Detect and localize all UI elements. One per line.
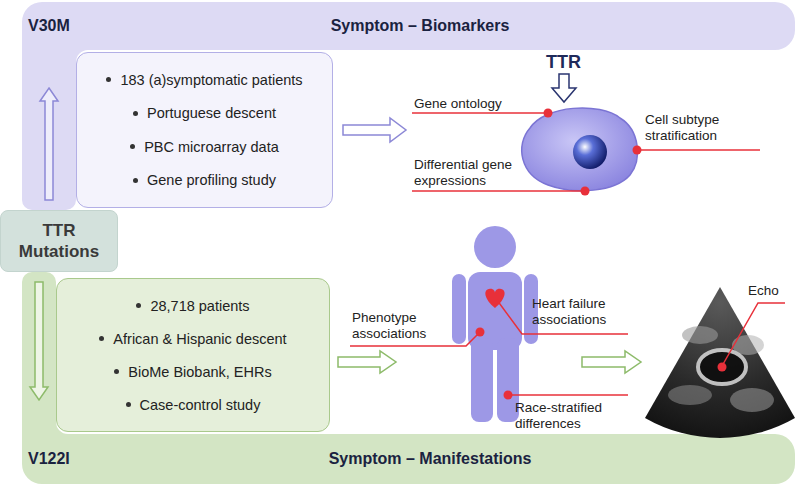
cell-body xyxy=(522,108,638,191)
bullet-dot xyxy=(136,303,141,308)
callout-label: Gene ontology xyxy=(414,96,544,112)
bullet-row: 183 (a)symptomatic patients xyxy=(106,72,302,88)
band-title: Symptom – Biomarkers xyxy=(331,17,510,35)
echo-image xyxy=(645,287,795,438)
marker-dot xyxy=(633,146,642,155)
protein-label: TTR xyxy=(546,52,606,72)
echo-chamber xyxy=(698,350,746,384)
callout-label: Phenotype associations xyxy=(352,310,447,342)
person-head xyxy=(474,226,516,268)
person-leg xyxy=(471,338,493,422)
bullet-dot xyxy=(133,178,138,183)
bullet-row: Case-control study xyxy=(126,397,261,413)
bullet-row: PBC microarray data xyxy=(130,139,279,155)
flow-arrow xyxy=(343,118,406,142)
echo-texture xyxy=(732,335,764,355)
mutation-label: V122I xyxy=(28,450,70,468)
bullet-dot xyxy=(114,369,119,374)
marker-dot xyxy=(718,363,727,372)
bullet-dot xyxy=(99,336,104,341)
marker-dot xyxy=(476,328,485,337)
bullet-text: 183 (a)symptomatic patients xyxy=(120,72,302,88)
bullet-dot xyxy=(130,144,135,149)
band-fill xyxy=(22,2,795,210)
bullet-text: PBC microarray data xyxy=(144,139,279,155)
bullet-row: Gene profiling study xyxy=(133,172,276,188)
cell-nucleus xyxy=(573,135,607,169)
down-arrow xyxy=(30,282,48,400)
up-arrow xyxy=(40,88,58,200)
person-torso xyxy=(468,272,522,350)
echo-texture xyxy=(730,388,774,412)
callout-label: Echo xyxy=(748,283,793,299)
heart-symbol xyxy=(485,289,504,308)
bullet-text: Portuguese descent xyxy=(147,105,276,121)
callout-label: Race-stratified differences xyxy=(515,400,627,432)
leader-line xyxy=(412,190,585,192)
band-title: Symptom – Manifestations xyxy=(329,450,532,468)
bullet-text: African & Hispanic descent xyxy=(113,331,286,347)
bullet-text: Gene profiling study xyxy=(147,172,276,188)
group-band: V122I Symptom – Manifestations 28,718 pati… xyxy=(22,272,795,484)
box-title: TTR Mutations xyxy=(17,220,101,262)
leader-line xyxy=(508,394,628,396)
bullet-text: Case-control study xyxy=(140,397,261,413)
leader-line xyxy=(412,112,548,114)
process-box: TTR Mutations xyxy=(0,210,118,272)
echo-texture xyxy=(682,326,718,344)
group-band: V30M Symptom – Biomarkers 183 (a)symptomat… xyxy=(22,2,795,215)
bullet-text: BioMe Biobank, EHRs xyxy=(128,364,271,380)
bullet-text: 28,718 patients xyxy=(150,298,249,314)
marker-dot xyxy=(581,187,590,196)
info-box: 28,718 patientsAfrican & Hispanic descen… xyxy=(56,278,330,432)
bullet-row: BioMe Biobank, EHRs xyxy=(114,364,271,380)
flow-arrow xyxy=(338,351,396,373)
mutation-label: V30M xyxy=(28,17,70,35)
marker-dot xyxy=(544,109,553,118)
ttr-arrow xyxy=(552,74,576,102)
bullet-row: African & Hispanic descent xyxy=(99,331,286,347)
bullet-row: Portuguese descent xyxy=(133,105,276,121)
flow-arrow xyxy=(582,351,641,373)
leader-line xyxy=(722,303,785,366)
echo-texture xyxy=(668,385,712,405)
info-box: 183 (a)symptomatic patientsPortuguese de… xyxy=(76,52,333,208)
marker-dot xyxy=(504,391,513,400)
callout-label: Heart failure associations xyxy=(532,296,632,328)
band-fill xyxy=(22,272,795,484)
callout-label: Differential gene expressions xyxy=(414,157,534,189)
callout-label: Cell subtype stratification xyxy=(645,112,760,144)
bullet-row: 28,718 patients xyxy=(136,298,249,314)
bullet-dot xyxy=(106,77,111,82)
bullet-dot xyxy=(133,111,138,116)
bullet-dot xyxy=(126,402,131,407)
person-arm xyxy=(452,274,466,344)
leader-line xyxy=(637,149,760,151)
